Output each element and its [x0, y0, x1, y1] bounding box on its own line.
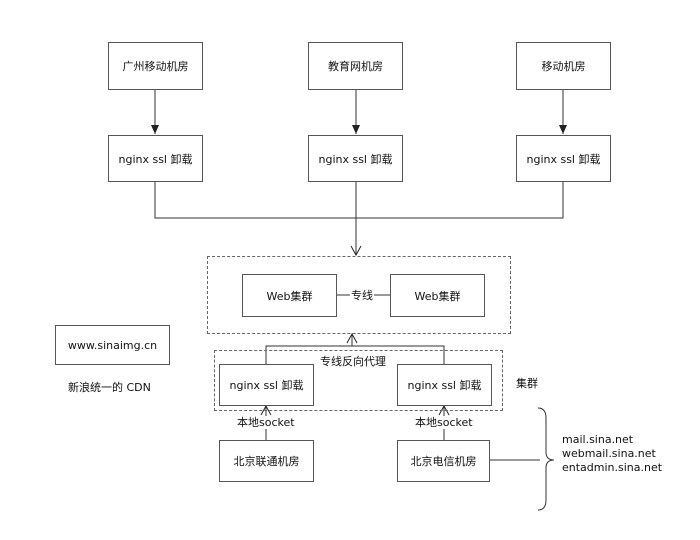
origin-beijing-unicom: 北京联通机房	[219, 440, 314, 482]
ssl-offload-guangzhou: nginx ssl 卸载	[108, 135, 203, 182]
ssl-offload-guangzhou-label: nginx ssl 卸载	[118, 152, 193, 166]
source-education-net-label: 教育网机房	[328, 60, 383, 73]
proxy-nginx-right: nginx ssl 卸载	[397, 364, 492, 406]
web-cluster-right-label: Web集群	[414, 289, 461, 303]
ssl-offload-mobile: nginx ssl 卸载	[516, 135, 611, 182]
source-mobile-label: 移动机房	[541, 60, 586, 73]
origin-beijing-telecom-label: 北京电信机房	[410, 455, 477, 468]
web-cluster-right: Web集群	[390, 274, 485, 317]
source-education-net: 教育网机房	[308, 42, 403, 90]
cdn-caption: 新浪统一的 CDN	[68, 381, 151, 394]
proxy-nginx-left: nginx ssl 卸载	[219, 364, 314, 406]
private-line-label: 专线	[350, 289, 374, 302]
source-guangzhou-mobile: 广州移动机房	[108, 42, 203, 90]
cluster-label: 集群	[516, 377, 538, 390]
domain-entadmin: entadmin.sina.net	[562, 461, 663, 474]
ssl-offload-mobile-label: nginx ssl 卸载	[526, 152, 601, 166]
cdn-domain-label: www.sinaimg.cn	[67, 338, 158, 352]
socket-label-right: 本地socket	[414, 416, 474, 429]
proxy-group-label: 专线反向代理	[319, 355, 387, 368]
web-cluster-left: Web集群	[242, 274, 337, 317]
origin-beijing-unicom-label: 北京联通机房	[233, 455, 300, 468]
source-guangzhou-mobile-label: 广州移动机房	[122, 60, 189, 73]
web-cluster-group	[207, 256, 511, 334]
socket-label-left: 本地socket	[236, 416, 296, 429]
proxy-cluster-group	[214, 350, 503, 411]
source-mobile: 移动机房	[516, 42, 611, 90]
ssl-offload-education: nginx ssl 卸载	[308, 135, 403, 182]
web-cluster-left-label: Web集群	[266, 289, 313, 303]
proxy-bracket	[265, 345, 445, 364]
ssl-offload-education-label: nginx ssl 卸载	[318, 152, 393, 166]
proxy-nginx-right-label: nginx ssl 卸载	[407, 379, 482, 392]
domain-webmail: webmail.sina.net	[562, 447, 656, 460]
origin-beijing-telecom: 北京电信机房	[397, 440, 490, 482]
merge-line	[154, 182, 564, 219]
proxy-nginx-left-label: nginx ssl 卸载	[229, 379, 304, 392]
domain-mail: mail.sina.net	[562, 433, 634, 446]
domains-brace	[537, 407, 555, 511]
cdn-domain-box: www.sinaimg.cn	[55, 325, 170, 365]
